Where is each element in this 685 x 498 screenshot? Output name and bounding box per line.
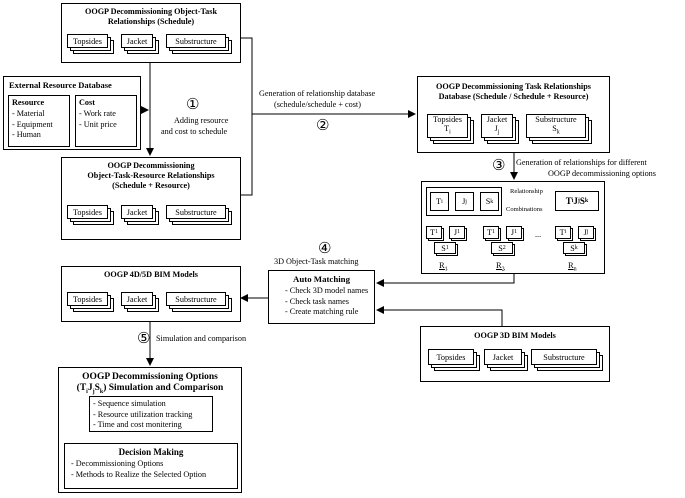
auto-matching-title: Auto Matching [293,274,350,284]
schedule-relationships-box: OOGP Decommissioning Object-Task Relatio… [61,3,241,63]
arrow-bim3d-to-match [376,306,503,326]
combo-ellipsis: ... [535,230,542,239]
simulation-items: - Sequence simulation - Resource utiliza… [93,399,193,429]
otr-jacket: Jacket [121,205,159,225]
schedule-jacket: Jacket [121,34,159,54]
step4-label: 3D Object-Task matching [274,257,359,266]
otr-title-2: Object-Task-Resource Relationships [87,171,215,180]
decision-making-subbox: Decision Making - Decommissioning Option… [64,443,238,489]
resource-db-title: External Resource Database [9,80,112,90]
auto-matching-items: - Check 3D model names - Check task name… [285,286,369,316]
decision-title: Decision Making [118,447,184,457]
resource-items: - Material - Equipment - Human [12,109,53,139]
schedule-title-1: OOGP Decommissioning Object-Task [84,7,218,16]
bim-3d-models-box: OOGP 3D BIM Models Topsides Jacket Subst… [420,326,610,382]
task-relationships-database: OOGP Decommissioning Task Relationships … [417,76,610,153]
taskdb-substructure: Substructure Sk [526,114,592,144]
combinations-label: Combinations [506,206,543,213]
step3-label-2: OOGP decommissioning options [548,169,656,178]
resource-head: Resource [12,98,45,107]
bim3d-substructure: Substructure [531,349,603,371]
bim45-title: OOGP 4D/5D BIM Models [104,270,198,279]
bim-4d5d-models-box: OOGP 4D/5D BIM Models Topsides Jacket Su… [61,266,241,322]
resource-subbox: Resource - Material - Equipment - Human [8,95,70,147]
step2-label-1: Generation of relationship database [259,89,376,98]
step1-label-1: Adding resource [174,116,229,125]
otr-substructure: Substructure [166,205,232,225]
otr-title-3: (Schedule + Resource) [112,181,190,190]
arrow-combo-to-match [376,274,515,287]
otr-title-1: OOGP Decommissioning [107,161,195,170]
step5-label: Simulation and comparison [156,334,247,343]
schedule-topsides: Topsides [67,34,114,54]
object-task-resource-box: OOGP Decommissioning Object-Task-Resourc… [61,157,241,240]
step3-label-1: Generation of relationships for differen… [516,158,647,167]
step1-number: ① [186,95,200,113]
bim3d-topsides: Topsides [428,349,480,371]
options-title-2: (TiJjSk) Simulation and Comparison [76,383,224,395]
bim45-jacket: Jacket [121,292,159,312]
auto-matching-box: Auto Matching - Check 3D model names - C… [268,270,375,324]
cost-head: Cost [79,98,95,107]
step1-label-2: and cost to schedule [161,127,228,136]
taskdb-title-1: OOGP Decommissioning Task Relationships [436,82,591,91]
step2-label-2: (schedule/schedule + cost) [274,100,361,109]
decision-items: - Decommissioning Options - Methods to R… [71,459,207,479]
taskdb-topsides: Topsides Ti [427,114,474,144]
schedule-title-2: Relationships (Schedule) [107,17,195,26]
taskdb-title-2: Database (Schedule / Schedule + Resource… [438,92,589,101]
step2-number: ② [316,116,330,134]
bim3d-title: OOGP 3D BIM Models [474,331,556,340]
schedule-substructure: Substructure [166,34,232,54]
bim3d-jacket: Jacket [484,349,528,371]
taskdb-jacket: Jacket Jj [481,114,519,144]
bim45-substructure: Substructure [166,292,232,312]
relationship-label: Relationship [510,188,543,195]
bracket-right [241,37,253,196]
options-title-1: OOGP Decommissioning Options [82,372,218,382]
simulation-subbox: - Sequence simulation - Resource utiliza… [89,396,213,432]
bim45-topsides: Topsides [67,292,114,312]
decommissioning-options-box: OOGP Decommissioning Options (TiJjSk) Si… [58,367,242,493]
external-resource-database: External Resource Database Resource - Ma… [3,76,141,150]
step4-number: ④ [318,239,332,257]
otr-topsides: Topsides [67,205,114,225]
step3-number: ③ [492,156,506,174]
cost-subbox: Cost - Work rate - Unit price [75,95,137,147]
step5-number: ⑤ [137,329,151,347]
cost-items: - Work rate - Unit price [79,109,117,129]
